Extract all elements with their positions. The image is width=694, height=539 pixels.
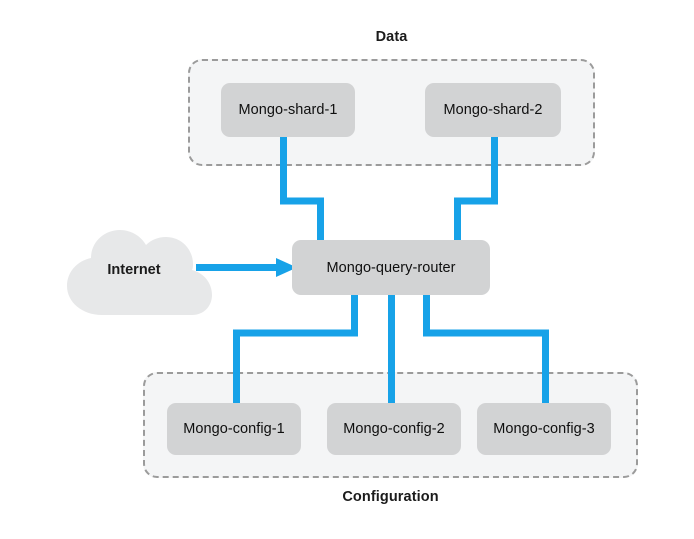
node-mongo-config-3[interactable]: Mongo-config-3 [477, 403, 611, 455]
node-mongo-config-1[interactable]: Mongo-config-1 [167, 403, 301, 455]
node-mongo-shard-1[interactable]: Mongo-shard-1 [221, 83, 355, 137]
node-mongo-shard-2[interactable]: Mongo-shard-2 [425, 83, 561, 137]
node-label: Mongo-config-1 [183, 421, 285, 437]
node-label: Mongo-config-3 [493, 421, 595, 437]
node-mongo-query-router[interactable]: Mongo-query-router [292, 240, 490, 295]
config-group-caption: Configuration [342, 489, 439, 505]
node-label: Mongo-shard-2 [443, 102, 543, 118]
edge-shard2-router [454, 133, 498, 247]
node-label: Mongo-shard-1 [238, 102, 338, 118]
node-mongo-config-2[interactable]: Mongo-config-2 [327, 403, 461, 455]
edge-internet-router [196, 258, 297, 277]
node-label: Mongo-query-router [326, 259, 456, 276]
edge-shard1-router [280, 133, 324, 247]
edge-router-config1 [233, 291, 358, 410]
cloud-icon [67, 230, 212, 315]
internet-cloud-label: Internet [107, 262, 161, 278]
data-group-caption: Data [375, 29, 408, 45]
internet-cloud[interactable] [58, 223, 224, 319]
node-label: Mongo-config-2 [343, 421, 445, 437]
edge-router-config3 [423, 291, 549, 410]
